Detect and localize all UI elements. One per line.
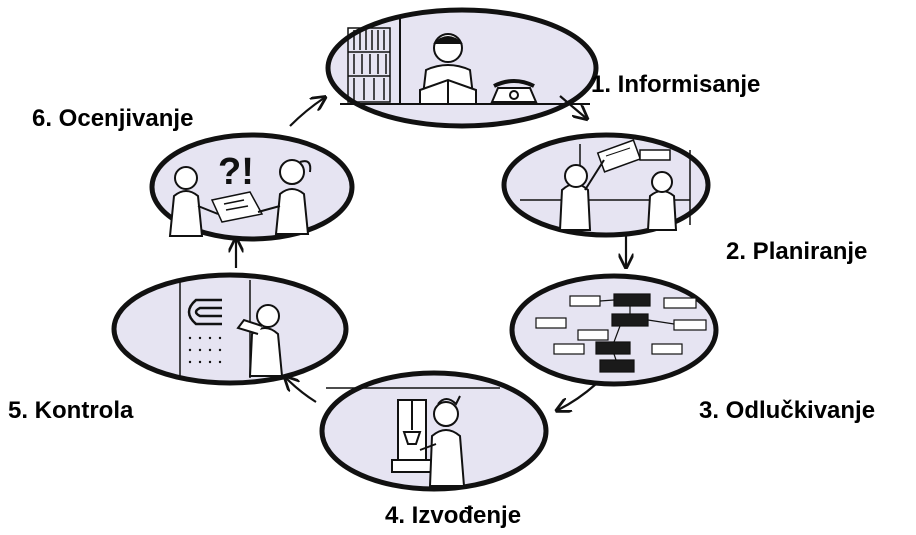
machine-icon <box>391 399 433 473</box>
step-1-label: 1. Informisanje <box>591 71 761 98</box>
question-exclaim-mark: ?! <box>218 151 254 193</box>
person-standing-icon <box>646 171 678 231</box>
arrow-3-to-4 <box>558 383 597 410</box>
step-3-label: 3. Odlučkivanje <box>699 397 876 424</box>
person-pointing-icon <box>558 159 605 231</box>
bookshelf-icon <box>347 27 391 103</box>
step-4-label: 4. Izvođenje <box>385 502 522 529</box>
step-6-label: 6. Ocenjivanje <box>32 105 194 132</box>
step-2-label: 2. Planiranje <box>726 238 868 265</box>
step-6-illustration: ?! <box>149 132 355 242</box>
person-left-icon <box>168 166 219 237</box>
step-3-illustration <box>509 273 719 387</box>
telephone-icon <box>490 79 538 103</box>
whiteboard-card-icon <box>596 139 671 173</box>
document-icon <box>210 191 264 223</box>
reading-person-icon <box>419 33 477 105</box>
arrow-4-to-5 <box>286 378 317 403</box>
decision-board <box>535 293 707 373</box>
u-shape-part-icon <box>187 298 222 326</box>
dot-grid <box>188 336 222 364</box>
cycle-arrows <box>236 96 626 410</box>
step-5-illustration <box>111 272 349 386</box>
arrow-6-to-1 <box>289 98 324 127</box>
step-1-illustration <box>325 7 599 129</box>
worker-icon <box>419 395 466 487</box>
inspector-icon <box>236 304 284 377</box>
step-4-illustration <box>319 370 549 492</box>
step-5-label: 5. Kontrola <box>8 397 134 424</box>
step-2-illustration <box>501 132 711 238</box>
person-right-icon <box>257 159 312 235</box>
arrow-1-to-2 <box>559 95 586 118</box>
